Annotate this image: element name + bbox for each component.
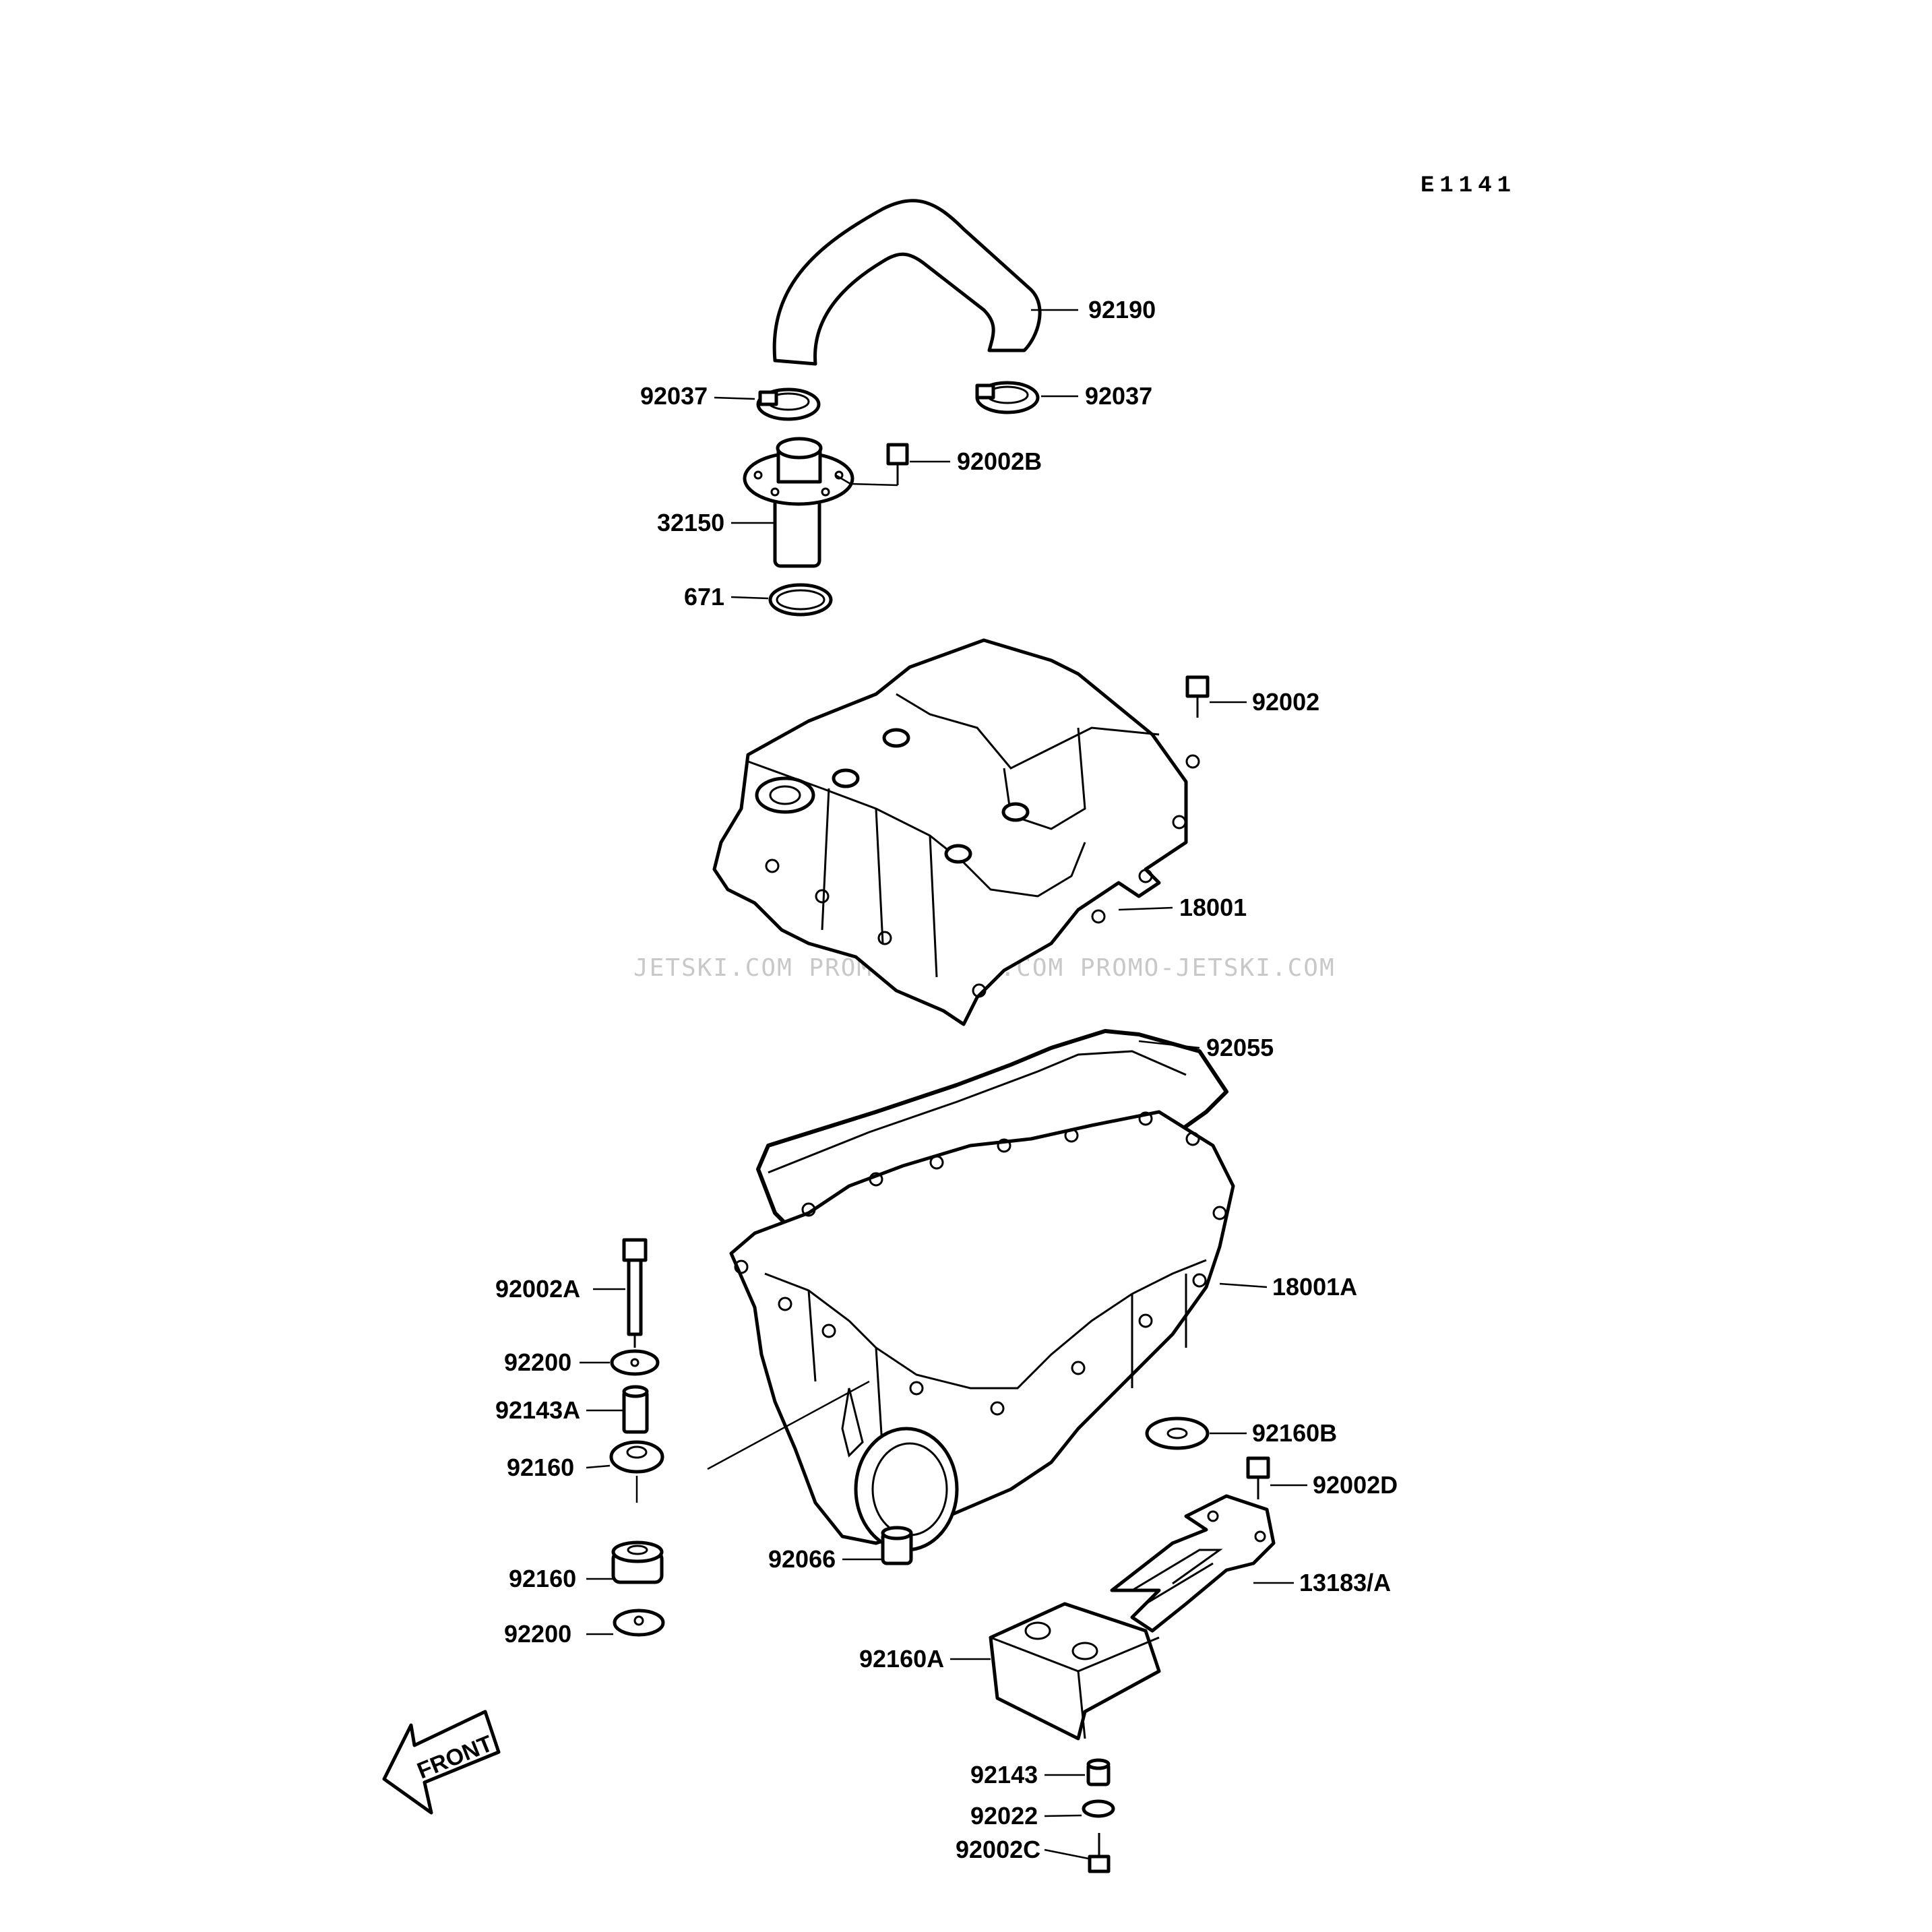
label-671: 671 [684,583,724,611]
label-92037-right: 92037 [1085,382,1152,410]
bolt-92002B [835,443,909,487]
label-92160-upper: 92160 [507,1454,574,1481]
bolt-92002A [622,1238,648,1348]
hose-clamp-right [975,381,1040,414]
label-92066: 92066 [768,1545,836,1573]
label-92055: 92055 [1206,1034,1274,1061]
bolt-92002D [1246,1456,1270,1499]
label-92143: 92143 [970,1761,1038,1788]
label-92022: 92022 [970,1802,1038,1830]
o-ring-671 [768,583,833,617]
label-13183A: 13183/A [1299,1569,1391,1596]
label-32150: 32150 [657,509,724,536]
label-92160-lower: 92160 [509,1565,576,1592]
hose-92190 [772,199,1042,366]
label-92160A: 92160A [859,1645,944,1673]
bolt-92002C [1088,1833,1111,1873]
damper-92160-lower [611,1540,664,1584]
label-92002: 92002 [1252,688,1319,716]
label-92190: 92190 [1088,296,1156,323]
lower-case-18001A [729,1110,1235,1552]
front-arrow-icon: FRONT [382,1710,501,1815]
part-labels: 92190 92037 92037 92002B 32150 671 92002… [495,296,1398,1863]
label-92037-left: 92037 [640,382,708,410]
label-92002D: 92002D [1313,1471,1398,1499]
collar-92143 [1086,1758,1111,1786]
washer-92200-upper [610,1349,660,1376]
damper-92160-upper [609,1380,870,1503]
label-18001: 18001 [1179,894,1247,921]
bolt-92002 [1185,675,1210,718]
label-92200-upper: 92200 [504,1348,571,1376]
washer-92160B [1145,1416,1210,1450]
label-92002A: 92002A [495,1275,580,1303]
hose-clamp-left [756,387,821,421]
label-18001A: 18001A [1272,1273,1357,1301]
label-92002C: 92002C [956,1836,1040,1863]
leader-lines [580,309,1307,1860]
fitting-32150 [743,437,854,568]
washer-92022 [1082,1799,1115,1818]
plug-92066 [881,1526,913,1565]
diagram-code: E1141 [1421,173,1516,199]
washer-92200-lower [613,1609,665,1637]
label-92002B: 92002B [957,447,1042,475]
label-92200-lower: 92200 [504,1620,571,1648]
label-92143A: 92143A [495,1396,580,1424]
pad-92160A [989,1602,1161,1741]
label-92160B: 92160B [1252,1419,1337,1447]
bracket-13183A [1110,1494,1276,1633]
collar-92143A [622,1385,649,1434]
upper-case-18001 [712,638,1200,1026]
